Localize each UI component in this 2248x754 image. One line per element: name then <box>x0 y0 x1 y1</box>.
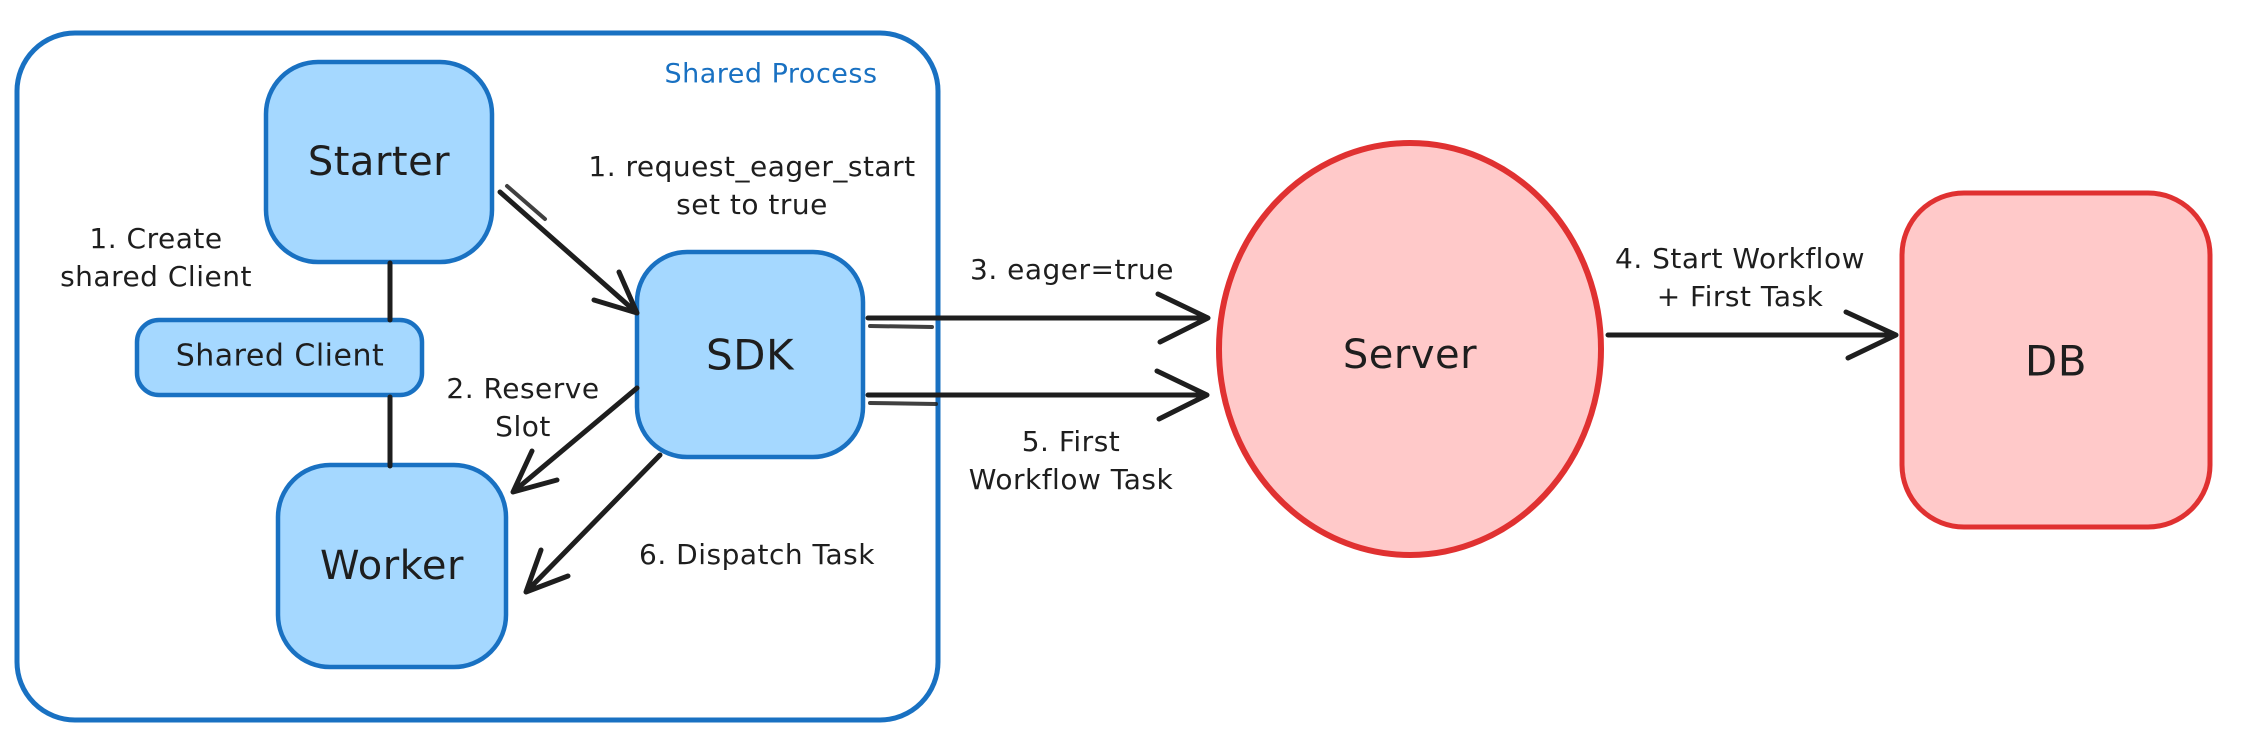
annotation-create-shared-client: 1. Create shared Client <box>60 221 252 293</box>
arrow-start-workflow <box>1605 309 1899 361</box>
starter-node-shape <box>263 59 495 265</box>
db-node-label: DB <box>2024 336 2088 386</box>
annotation-eager-true: 3. eager=true <box>970 252 1174 286</box>
annotation-start-workflow-first-task: 4. Start Workflow + First Task <box>1615 241 1865 313</box>
annotation-reserve-slot: 2. Reserve Slot <box>446 371 600 443</box>
annotation-dispatch-task: 6. Dispatch Task <box>639 537 875 571</box>
arrow-first-workflow-task <box>865 368 1210 422</box>
annotation-request-eager-start: 1. request_eager_start set to true <box>588 149 916 221</box>
shared-process-label: Shared Process <box>664 58 878 90</box>
sdk-node-label: SDK <box>705 330 795 380</box>
shared-client-node-label: Shared Client <box>175 338 385 374</box>
arrow-reserve-slot <box>510 385 640 495</box>
annotation-first-workflow-task: 5. First Workflow Task <box>968 424 1174 496</box>
arrow-eager-true <box>865 291 1211 345</box>
arrow-request-eager-start-tail <box>505 184 547 221</box>
server-node-shape <box>1216 140 1604 558</box>
sdk-node-shape <box>634 249 866 460</box>
server-node-label: Server <box>1342 331 1478 378</box>
starter-node-label: Starter <box>307 138 451 185</box>
arrow-eager-true-tail <box>868 324 934 329</box>
arrow-request-eager-start <box>497 189 640 316</box>
shared-process-frame <box>14 30 941 723</box>
arrow-first-workflow-task-tail <box>868 401 938 406</box>
arrow-dispatch-task <box>523 452 663 595</box>
shared-client-node-shape <box>134 317 425 398</box>
worker-node-label: Worker <box>320 542 464 589</box>
db-node-shape <box>1899 190 2213 530</box>
